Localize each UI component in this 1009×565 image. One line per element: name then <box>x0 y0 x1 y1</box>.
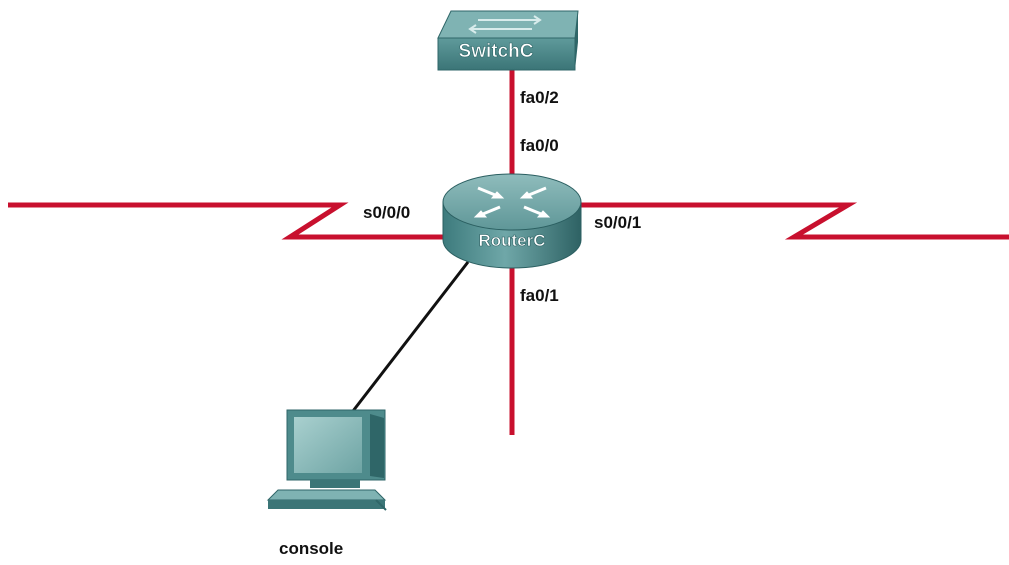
router-icon[interactable] <box>442 173 582 269</box>
pc-icon[interactable] <box>266 409 387 511</box>
router-fa01-label: fa0/1 <box>520 286 559 305</box>
switch-port-label: fa0/2 <box>520 88 559 107</box>
link-s000-serial <box>8 202 455 240</box>
router-s000-label: s0/0/0 <box>363 203 411 222</box>
pc-name-label: console <box>279 539 344 558</box>
links <box>8 68 1009 435</box>
router-fa00-label: fa0/0 <box>520 136 559 155</box>
link-s001-serial <box>570 202 1009 240</box>
switch-name-label: SwitchC <box>459 41 534 62</box>
console-cable <box>351 261 470 412</box>
router-s001-label: s0/0/1 <box>594 213 642 232</box>
switch-icon[interactable] <box>437 10 579 71</box>
router-name-label: RouterC <box>478 231 545 250</box>
